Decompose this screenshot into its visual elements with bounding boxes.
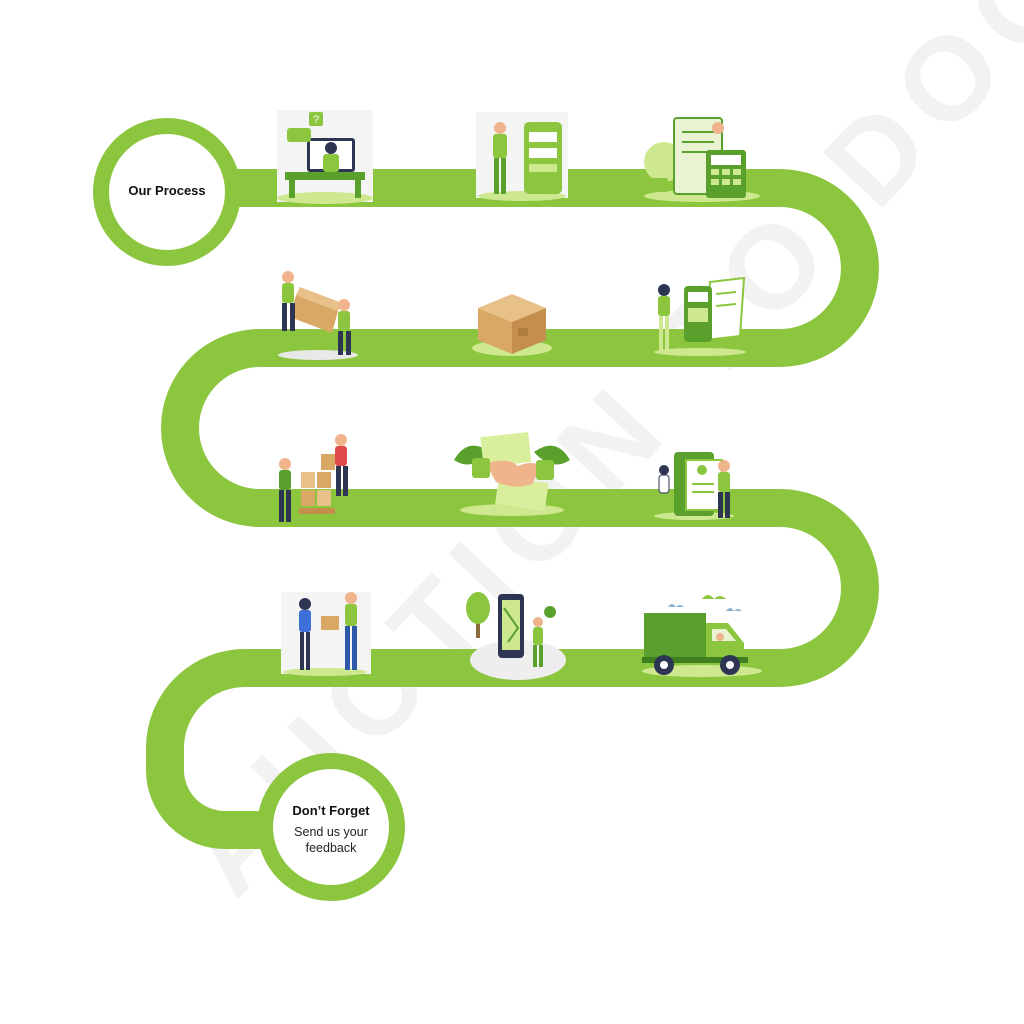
delivery-truck-icon [642, 595, 762, 677]
start-title: Our Process [128, 183, 206, 198]
video-call-consultation-icon: ? [277, 110, 373, 204]
handshake-agreement-icon [454, 432, 570, 516]
map-tracking-icon [466, 592, 566, 680]
cardboard-box-icon [472, 294, 552, 356]
parcel-handover-icon [281, 592, 371, 676]
end-title: Don’t Forget [292, 803, 370, 818]
movers-carrying-box-icon [278, 271, 358, 360]
process-path [146, 169, 879, 849]
start-circle [93, 118, 241, 266]
online-form-mobile-icon [476, 112, 568, 201]
svg-text:?: ? [313, 114, 319, 126]
warehouse-pallet-stacking-icon [279, 434, 348, 522]
quote-calculator-icon [644, 117, 760, 202]
digital-document-verification-icon [654, 452, 734, 520]
end-subtitle: Send us your feedback [294, 825, 368, 855]
end-circle [257, 753, 405, 901]
payment-terminal-icon [654, 276, 746, 356]
